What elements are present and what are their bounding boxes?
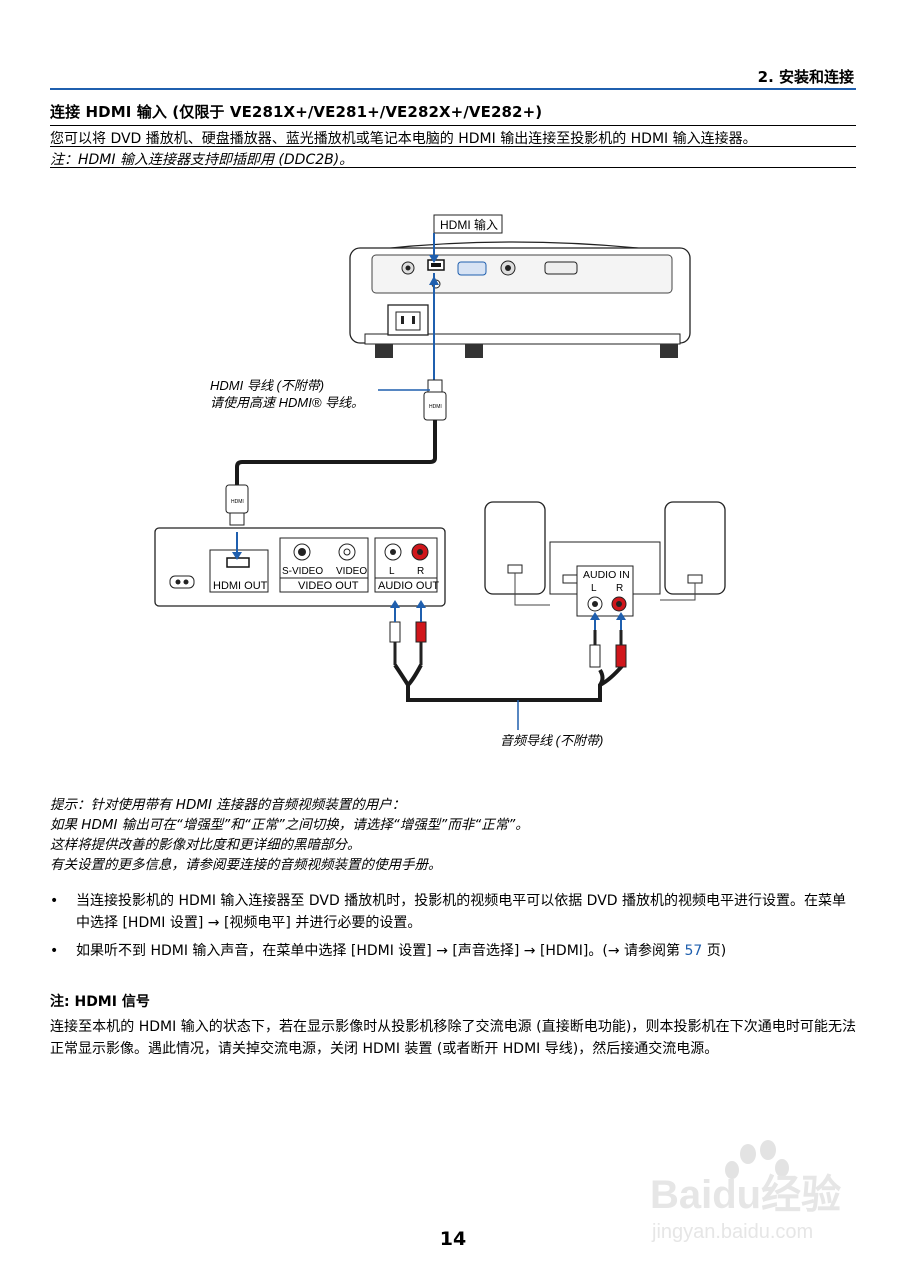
tip-line2: 如果 HDMI 输出可在“增强型”和“正常”之间切换，请选择“增强型”而非“正常… [50, 817, 529, 833]
note-rule [50, 167, 856, 168]
section-header: 2. 安装和连接 [757, 68, 854, 86]
page-link[interactable]: 57 [684, 943, 703, 959]
bullet-text-before: 如果听不到 HDMI 输入声音，在菜单中选择 [HDMI 设置] → [声音选择… [76, 943, 685, 959]
audio-cable-note: 音频导线 (不附带) [500, 733, 603, 748]
dvd-player-illustration: HDMI OUT S-VIDEO VIDEO VIDEO OUT L R AUD… [154, 527, 446, 607]
hdmi-signal-note-body: 连接至本机的 HDMI 输入的状态下，若在显示影像时从投影机移除了交流电源 (直… [50, 1019, 856, 1057]
speaker-r-label: R [616, 583, 623, 594]
dvd-hdmi-out-label: HDMI OUT [213, 580, 268, 592]
dvd-video-label: VIDEO [336, 566, 367, 577]
bullet-list: • 当连接投影机的 HDMI 输入连接器至 DVD 播放机时，投影机的视频电平可… [50, 890, 856, 968]
speaker-illustration: AUDIO IN L R [484, 501, 726, 617]
hdmi-cable: HDMI HDMI [225, 379, 447, 526]
speaker-l-label: L [591, 583, 597, 594]
tip-block: 提示：针对使用带有 HDMI 连接器的音频视频装置的用户： 如果 HDMI 输出… [50, 795, 529, 875]
bullet-text-after: 页) [702, 943, 727, 959]
tip-line4: 有关设置的更多信息，请参阅要连接的音频视频装置的使用手册。 [50, 857, 442, 873]
intro-rule [50, 146, 856, 147]
list-item: • 如果听不到 HDMI 输入声音，在菜单中选择 [HDMI 设置] → [声音… [50, 940, 856, 962]
dvd-l-label: L [389, 566, 395, 577]
baidu-watermark: Baidu经验 jingyan.baidu.com [650, 1140, 841, 1243]
tip-line1: 提示：针对使用带有 HDMI 连接器的音频视频装置的用户： [50, 797, 406, 813]
audio-cable [389, 621, 627, 702]
plug-label-bottom: HDMI [231, 499, 244, 505]
intro-paragraph: 您可以将 DVD 播放机、硬盘播放器、蓝光播放机或笔记本电脑的 HDMI 输出连… [50, 131, 757, 147]
connection-diagram: HDMI 输入 HDMI HDMI HDMI 导线 (不附带) 请使用高速 HD… [154, 214, 726, 748]
projector-illustration [349, 241, 691, 358]
hdmi-input-arrow [429, 255, 439, 263]
hdmi-input-label-box [433, 214, 503, 234]
paw-logo [725, 1140, 789, 1179]
hdmi-cable-note-line2: 请使用高速 HDMI® 导线。 [210, 395, 364, 410]
note-ddc: 注：HDMI 输入连接器支持即插即用 (DDC2B)。 [50, 152, 354, 168]
dvd-video-out-label: VIDEO OUT [298, 580, 359, 592]
dvd-svideo-label: S-VIDEO [282, 566, 323, 577]
list-item: • 当连接投影机的 HDMI 输入连接器至 DVD 播放机时，投影机的视频电平可… [50, 890, 856, 934]
hdmi-cable-note-line1: HDMI 导线 (不附带) [210, 378, 324, 393]
watermark-brand: Baidu经验 [650, 1173, 841, 1217]
bullet-dot: • [50, 893, 59, 909]
bullet-text: 当连接投影机的 HDMI 输入连接器至 DVD 播放机时，投影机的视频电平可以依… [76, 893, 846, 931]
hdmi-signal-note-title: 注: HDMI 信号 [50, 994, 150, 1010]
page-title: 连接 HDMI 输入 (仅限于 VE281X+/VE281+/VE282X+/V… [50, 103, 543, 121]
page-number: 14 [439, 1228, 467, 1250]
plug-label-top: HDMI [429, 404, 442, 410]
header-rule [50, 88, 856, 90]
dvd-audio-out-label: AUDIO OUT [378, 580, 439, 592]
tip-line3: 这样将提供改善的影像对比度和更详细的黑暗部分。 [50, 837, 361, 853]
dvd-r-label: R [417, 566, 424, 577]
bullet-dot: • [50, 943, 59, 959]
title-rule [50, 125, 856, 126]
speaker-audio-in-label: AUDIO IN [583, 569, 630, 581]
watermark-url: jingyan.baidu.com [651, 1221, 813, 1243]
hdmi-input-label: HDMI 输入 [440, 217, 498, 232]
